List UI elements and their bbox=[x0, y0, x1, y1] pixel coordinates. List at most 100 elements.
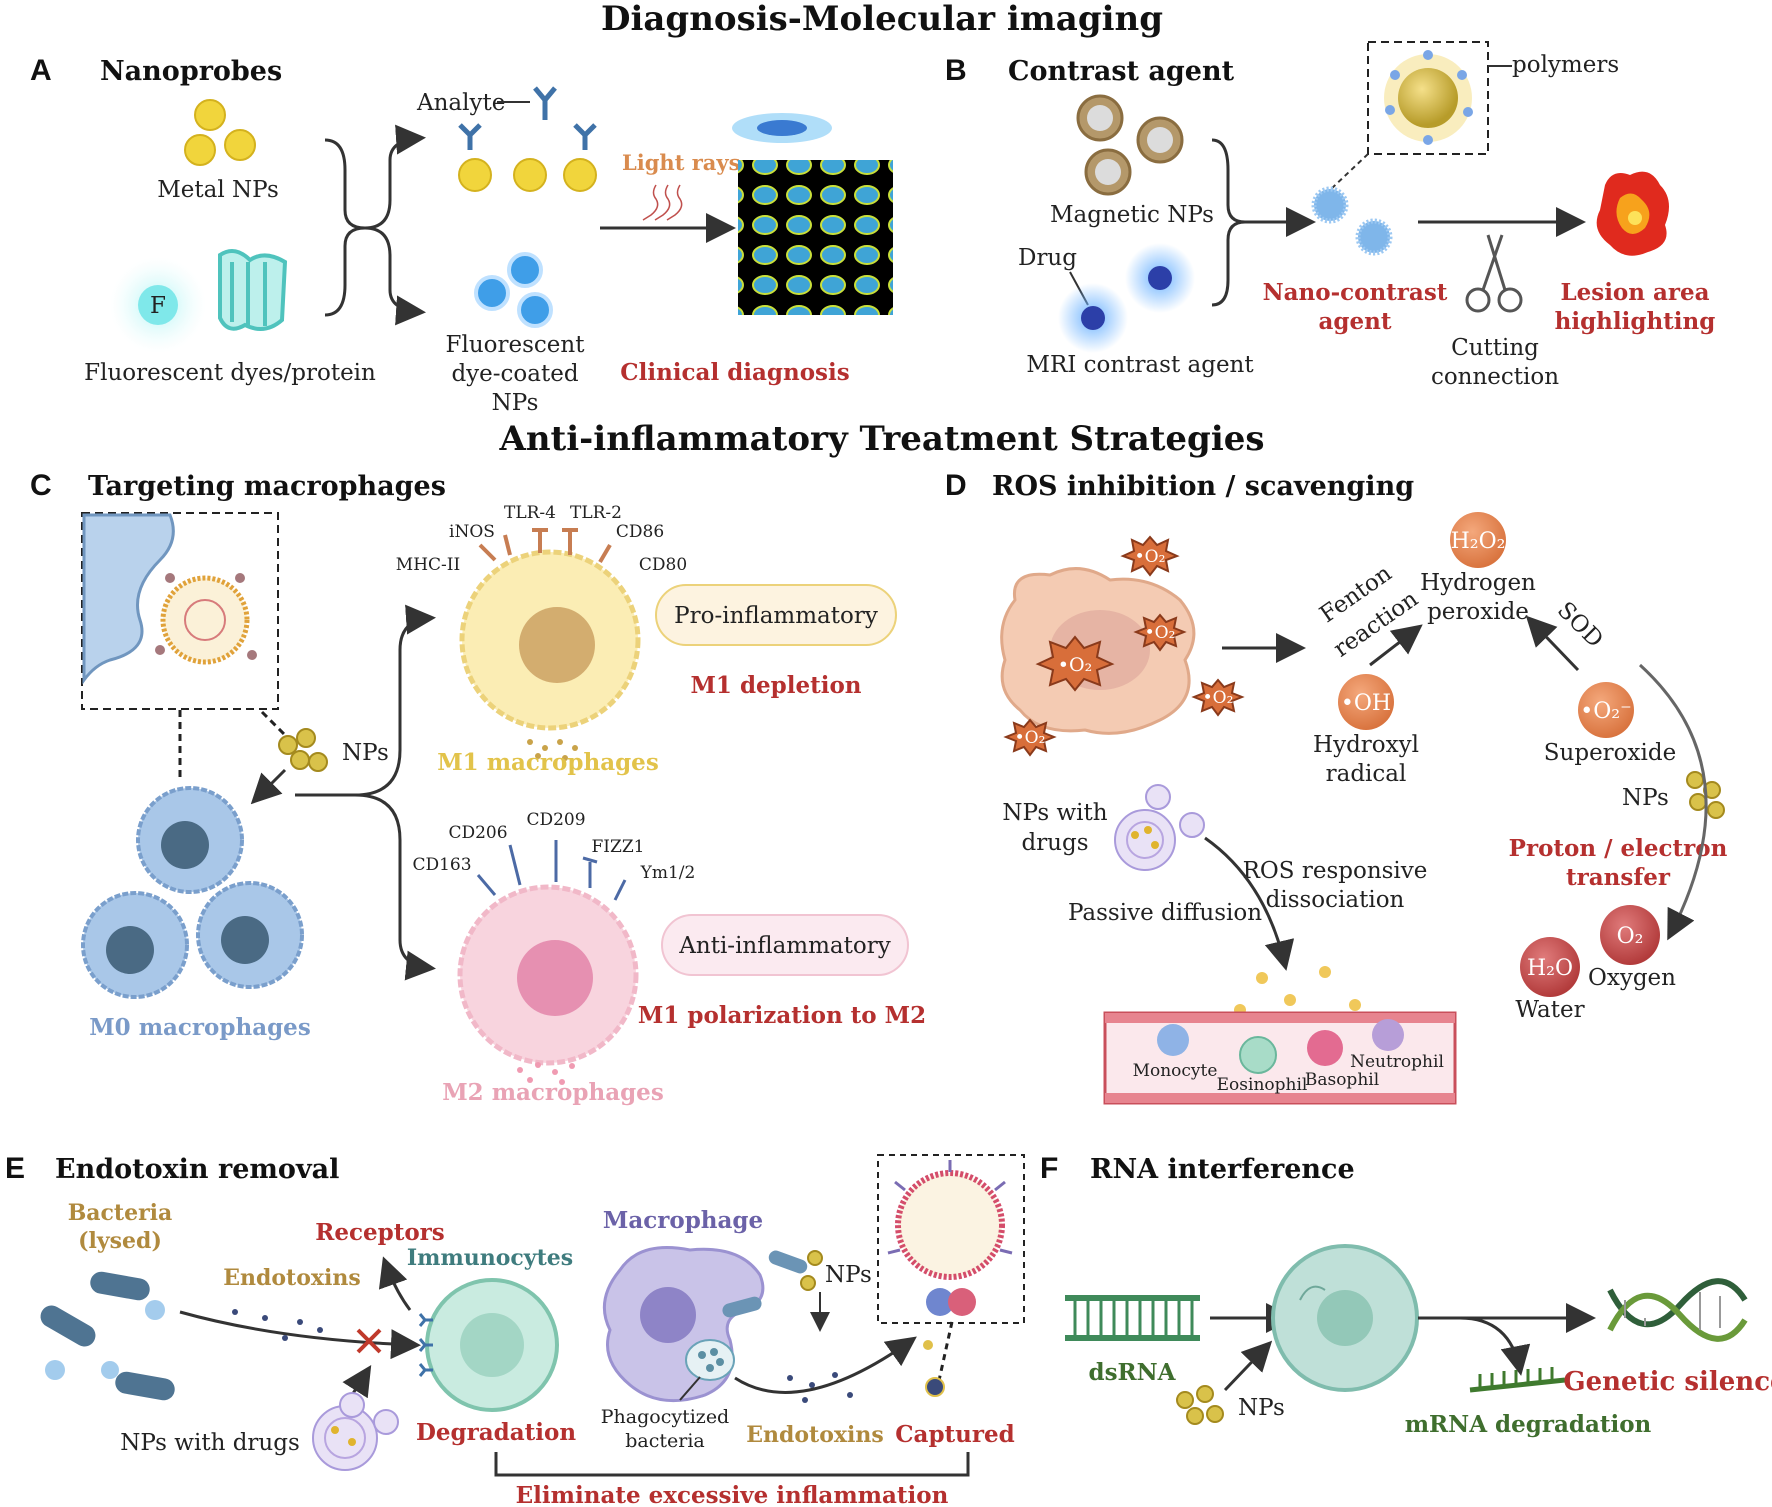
mhc-label: MHC-II bbox=[396, 555, 460, 575]
m1-label: M1 macrophages bbox=[437, 749, 659, 776]
nps-drugs-e-label: NPs with drugs bbox=[120, 1430, 300, 1456]
ros-star-icon bbox=[1003, 535, 1245, 757]
cd86-label: CD86 bbox=[616, 522, 664, 542]
np-pair-icon bbox=[800, 1250, 823, 1291]
ros-radical-label-4: •O₂ bbox=[1203, 688, 1234, 708]
ros-responsive-label-2: dissociation bbox=[1266, 887, 1405, 913]
panel-e-letter: E bbox=[5, 1152, 25, 1185]
bacteria-icon bbox=[40, 1271, 175, 1401]
clinical-diagnosis-label: Clinical diagnosis bbox=[620, 359, 849, 386]
panel-a-title: Nanoprobes bbox=[100, 56, 282, 87]
water-ball-icon bbox=[1520, 937, 1580, 997]
ros-radical-label-3: •O₂ bbox=[1058, 654, 1092, 676]
panel-f: F RNA interference dsRNA NPs bbox=[1040, 1152, 1772, 1438]
panel-b-brace bbox=[1211, 138, 1246, 307]
h2o-label: H₂O bbox=[1527, 956, 1573, 981]
treatment-heading: Anti-inflammatory Treatment Strategies bbox=[498, 419, 1264, 459]
m0-label: M0 macrophages bbox=[89, 1014, 311, 1041]
sod-label: SOD bbox=[1552, 597, 1608, 653]
bacteria-label-2: (lysed) bbox=[78, 1228, 162, 1254]
panel-b: B Contrast agent Magnetic NPs Drug MRI c… bbox=[945, 41, 1716, 390]
panel-c-title: Targeting macrophages bbox=[88, 471, 446, 502]
np-binding-inset bbox=[81, 512, 279, 710]
phago-label-1: Phagocytized bbox=[601, 1406, 729, 1428]
lesion-label-2: highlighting bbox=[1555, 308, 1716, 335]
cd209-label: CD209 bbox=[526, 810, 585, 830]
macrophage-label: Macrophage bbox=[603, 1207, 763, 1234]
neutrophil-label: Neutrophil bbox=[1350, 1052, 1444, 1072]
endotoxins-label: Endotoxins bbox=[223, 1265, 361, 1291]
nps-label-c: NPs bbox=[342, 740, 389, 766]
dna-helix-icon bbox=[1607, 1278, 1748, 1342]
passive-diffusion-label: Passive diffusion bbox=[1068, 900, 1262, 926]
metal-np-icon bbox=[184, 99, 256, 166]
panel-b-letter: B bbox=[945, 54, 967, 87]
metal-nps-label: Metal NPs bbox=[157, 177, 279, 203]
eliminate-label: Eliminate excessive inflammation bbox=[516, 1482, 949, 1507]
ros-radical-label-1: •O₂ bbox=[1135, 547, 1166, 567]
oxygen-ball-icon bbox=[1600, 905, 1660, 965]
panel-f-letter: F bbox=[1040, 1152, 1058, 1185]
antibody-icon bbox=[458, 86, 597, 150]
anti-inflammatory-label: Anti-inflammatory bbox=[678, 933, 890, 959]
panel-d-letter: D bbox=[945, 469, 967, 502]
cd206-label: CD206 bbox=[448, 823, 507, 843]
fluorescent-dye-letter: F bbox=[150, 293, 166, 319]
cd80-label: CD80 bbox=[639, 555, 687, 575]
lesion-icon bbox=[1596, 171, 1669, 256]
analyte-label: Analyte bbox=[416, 90, 505, 116]
blood-cell-icon bbox=[1157, 1019, 1404, 1074]
panel-c-letter: C bbox=[30, 469, 52, 502]
magnetic-nps-label: Magnetic NPs bbox=[1050, 202, 1214, 228]
panel-a: A Nanoprobes Metal NPs F Fluorescent dye… bbox=[30, 54, 893, 416]
water-label: Water bbox=[1515, 997, 1584, 1023]
np-cluster-icon bbox=[278, 728, 328, 772]
tlr4-label: TLR-4 bbox=[504, 503, 556, 523]
m2-label: M2 macrophages bbox=[442, 1079, 664, 1106]
fluorescent-protein-icon bbox=[218, 249, 288, 331]
cutting-label-2: connection bbox=[1431, 364, 1559, 390]
ros-responsive-label-1: ROS responsive bbox=[1243, 858, 1428, 884]
fluor-np-label-1: Fluorescent bbox=[446, 332, 586, 358]
nano-contrast-agent-icon bbox=[1311, 186, 1393, 256]
pro-inflammatory-label: Pro-inflammatory bbox=[674, 603, 878, 629]
h2o2-ball-icon bbox=[1450, 512, 1506, 568]
hydrogen-label: Hydrogen bbox=[1420, 570, 1536, 596]
h2o2-label: H₂O₂ bbox=[1451, 529, 1506, 554]
receptors-label: Receptors bbox=[315, 1219, 445, 1246]
panel-f-title: RNA interference bbox=[1090, 1154, 1355, 1185]
oh-label: •OH bbox=[1341, 691, 1391, 716]
superoxide-label: Superoxide bbox=[1544, 740, 1676, 766]
block-x-icon bbox=[356, 1328, 382, 1354]
inos-label: iNOS bbox=[449, 522, 495, 542]
fluorescence-image bbox=[738, 160, 893, 315]
cutting-label-1: Cutting bbox=[1451, 335, 1539, 361]
nps-drugs-label-1: NPs with bbox=[1002, 800, 1107, 826]
genetic-silence-label: Genetic silence bbox=[1563, 1367, 1772, 1397]
nps-f-label: NPs bbox=[1238, 1395, 1285, 1421]
fizz1-label: FIZZ1 bbox=[592, 837, 645, 857]
panel-c: C Targeting macrophages NPs M0 macro bbox=[30, 469, 926, 1106]
panel-b-title: Contrast agent bbox=[1008, 56, 1235, 87]
oxygen-label: Oxygen bbox=[1588, 965, 1676, 991]
captured-complex-icon bbox=[926, 1288, 976, 1316]
phago-label-2: bacteria bbox=[625, 1430, 705, 1452]
lesion-label-1: Lesion area bbox=[1560, 279, 1709, 306]
np-cluster-f-icon bbox=[1176, 1385, 1224, 1425]
nano-contrast-label-2: agent bbox=[1319, 308, 1392, 335]
polymer-inset bbox=[1367, 41, 1489, 155]
monocyte-label: Monocyte bbox=[1133, 1061, 1218, 1081]
nps-e-label: NPs bbox=[825, 1262, 872, 1288]
degradation-label: Degradation bbox=[416, 1419, 576, 1446]
mrna-icon bbox=[1469, 1367, 1566, 1393]
mri-contrast-agent-icon bbox=[1058, 243, 1195, 353]
nps-drugs-label-2: drugs bbox=[1021, 830, 1088, 856]
fluorescent-dyes-label: Fluorescent dyes/protein bbox=[84, 360, 376, 386]
superoxide-ball-icon bbox=[1578, 682, 1634, 738]
o2-label: O₂ bbox=[1617, 924, 1644, 949]
eosinophil-label: Eosinophil bbox=[1217, 1075, 1308, 1095]
ym-label: Ym1/2 bbox=[640, 863, 696, 883]
fluorescent-coated-np-icon bbox=[474, 252, 553, 328]
bacteria-label-1: Bacteria bbox=[68, 1200, 173, 1226]
